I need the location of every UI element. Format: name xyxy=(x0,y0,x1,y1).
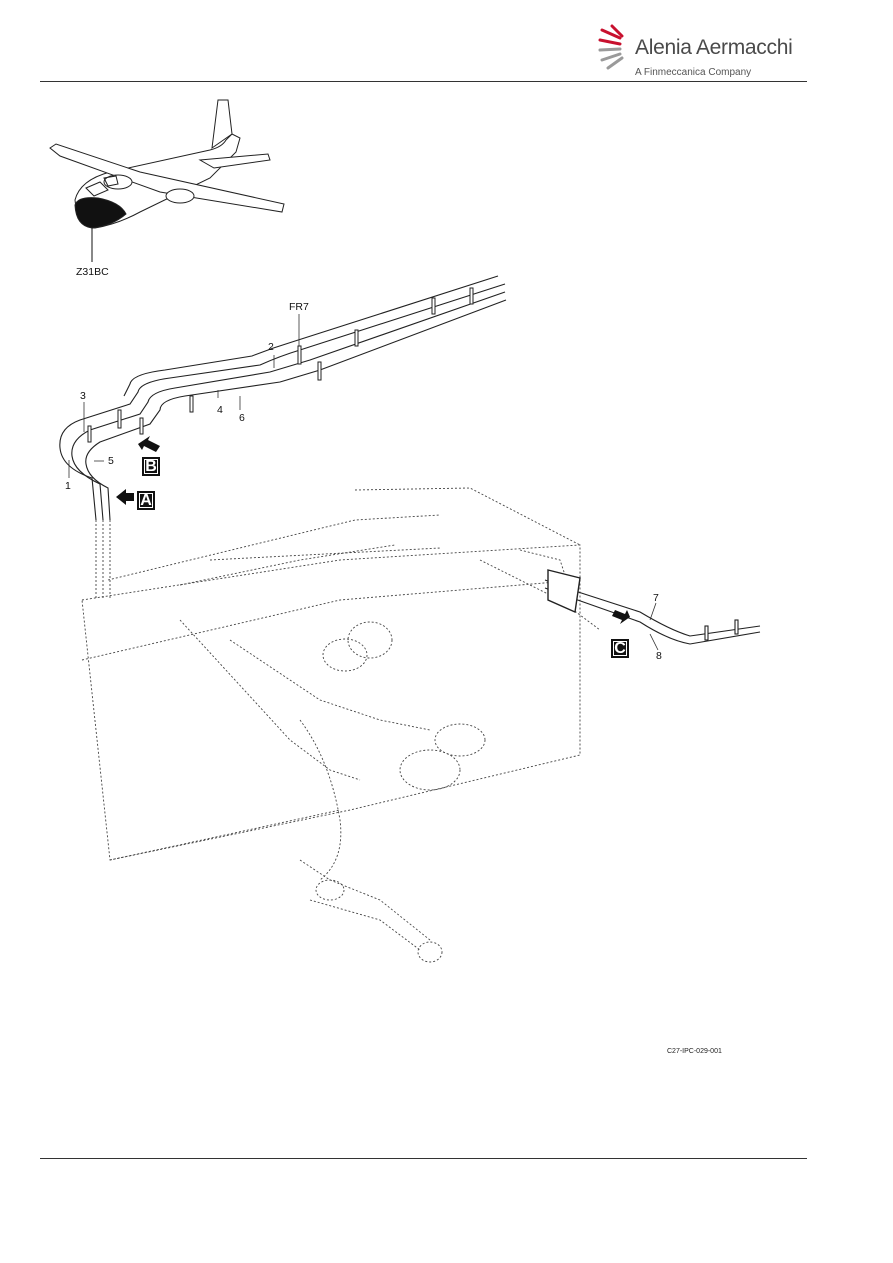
tube-bundle-upper xyxy=(59,275,507,521)
callout-8: 8 xyxy=(656,650,662,662)
callout-4: 4 xyxy=(217,404,223,416)
view-label-b: B xyxy=(142,457,160,476)
callout-5: 5 xyxy=(108,455,114,467)
view-label-c: C xyxy=(611,639,629,658)
callout-1: 1 xyxy=(65,480,71,492)
view-arrow-a-icon xyxy=(116,489,134,505)
zone-label: Z31BC xyxy=(76,266,109,278)
callout-leaders xyxy=(68,314,659,651)
brand-name: Alenia Aermacchi xyxy=(635,36,793,59)
tube-bundle-right xyxy=(544,569,761,645)
header-rule xyxy=(40,81,807,82)
brand-tagline: A Finmeccanica Company xyxy=(635,67,752,78)
aircraft-locator-icon xyxy=(49,99,285,262)
callout-3: 3 xyxy=(80,390,86,402)
nose-gear-structure xyxy=(81,487,601,963)
view-arrow-b-icon xyxy=(138,436,160,452)
view-arrow-c-icon xyxy=(612,610,630,624)
frame-label: FR7 xyxy=(289,301,309,313)
callout-6: 6 xyxy=(239,412,245,424)
callout-7: 7 xyxy=(653,592,659,604)
footer-rule xyxy=(40,1158,807,1159)
tube-clamps xyxy=(87,287,474,443)
company-logo: Alenia Aermacchi A Finmeccanica Company xyxy=(598,24,798,84)
callout-2: 2 xyxy=(268,341,274,353)
view-label-a: A xyxy=(137,491,155,510)
logo-mark-icon xyxy=(598,24,624,70)
figure-id: C27-IPC-029-001 xyxy=(667,1048,722,1055)
